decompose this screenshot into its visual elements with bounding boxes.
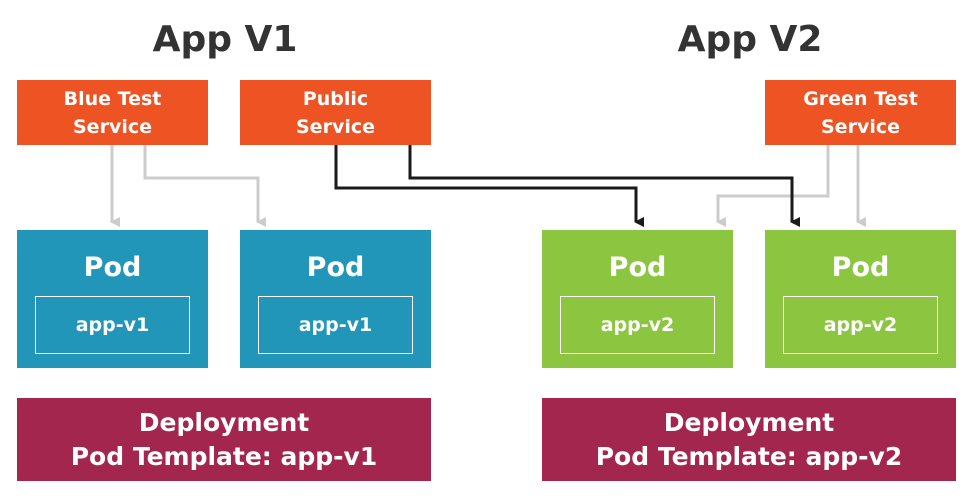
deployment-v1: Deployment Pod Template: app-v1 <box>17 398 431 481</box>
blue-test-service: Blue Test Service <box>17 80 208 145</box>
arrow-green-test-to-pod3 <box>716 145 830 227</box>
arrow-blue-test-to-pod2 <box>143 145 266 227</box>
pod-title: Pod <box>608 252 667 283</box>
public-service: Public Service <box>240 80 431 145</box>
arrow-public-to-pod4 <box>408 145 800 227</box>
title-app-v1: App V1 <box>152 19 298 60</box>
pod-v2-b: Pod app-v2 <box>765 230 956 368</box>
pod-container-label: app-v1 <box>35 296 190 354</box>
pod-container-label: app-v2 <box>560 296 715 354</box>
title-app-v2: App V2 <box>677 19 823 60</box>
green-test-service: Green Test Service <box>765 80 956 145</box>
pod-v1-a: Pod app-v1 <box>17 230 208 368</box>
pod-v2-a: Pod app-v2 <box>542 230 733 368</box>
deployment-title: Deployment <box>138 407 310 437</box>
deployment-v2: Deployment Pod Template: app-v2 <box>542 398 956 481</box>
arrow-public-to-pod3 <box>334 145 644 227</box>
pod-v1-b: Pod app-v1 <box>240 230 431 368</box>
pod-title: Pod <box>83 252 142 283</box>
deployment-title: Deployment <box>663 407 835 437</box>
deployment-pod-template: Pod Template: app-v2 <box>595 441 903 471</box>
pod-title: Pod <box>306 252 365 283</box>
deployment-pod-template: Pod Template: app-v1 <box>70 441 378 471</box>
pod-container-label: app-v2 <box>783 296 938 354</box>
pod-title: Pod <box>831 252 890 283</box>
pod-container-label: app-v1 <box>258 296 413 354</box>
